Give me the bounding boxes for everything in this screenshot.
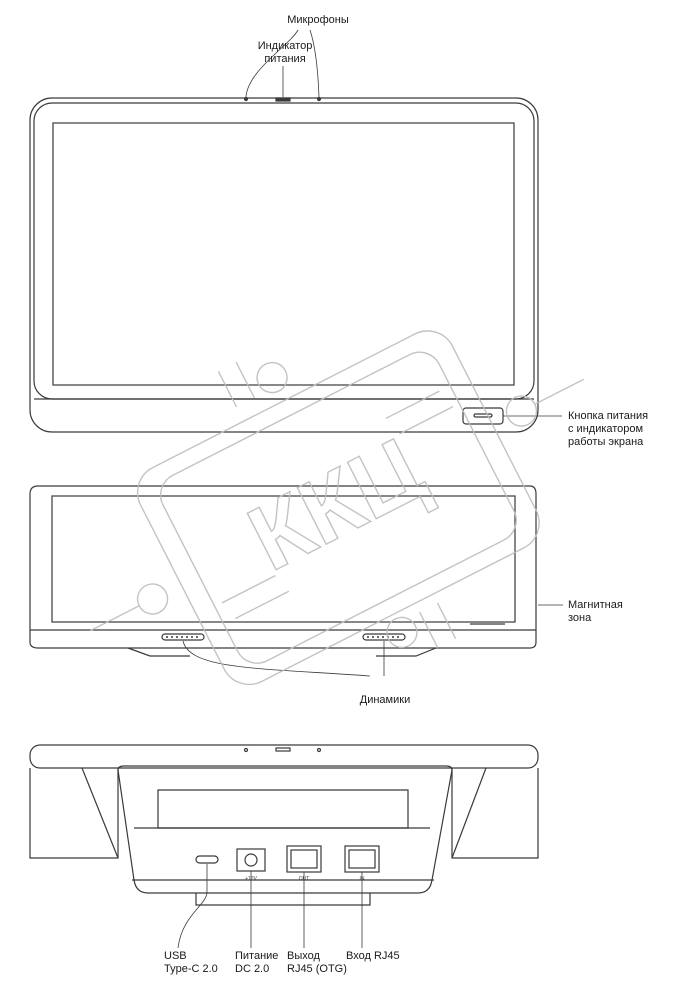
mic-left [243,96,249,102]
label-magnetic-zone: Магнитная зона [568,599,623,624]
watermark-text: ККЦ [233,418,439,590]
front-view [29,96,539,433]
label-rj45-out: Выход RJ45 (OTG) [287,950,347,975]
power-button-led [473,413,493,418]
back-led [275,747,291,752]
label-power-dc: Питание DC 2.0 [235,950,279,975]
speaker-left [161,633,205,641]
docked-base [29,630,537,649]
label-microphones: Микрофоны [287,14,349,26]
docked-callouts [182,604,563,677]
back-left-wing [29,768,119,859]
watermark: ККЦ [89,330,585,686]
back-view [29,744,539,906]
back-top-edge [29,744,539,769]
back-callouts [177,864,363,949]
dc-jack-port [236,848,266,872]
label-speakers: Динамики [359,694,411,706]
power-indicator-led [275,97,291,102]
back-stand [117,765,453,894]
front-bezel [33,102,535,400]
label-power-button: Кнопка питания с индикатором работы экра… [568,410,649,448]
label-rj45-in: Вход RJ45 [346,950,400,962]
usb-c-port [195,855,219,864]
mic-right [316,96,322,102]
speaker-holes [166,636,399,638]
back-right-wing [451,768,539,859]
docked-screen [51,495,516,623]
label-power-indicator: Индикатор питания [257,40,313,65]
docked-view [29,485,537,657]
speaker-right [362,633,406,641]
front-outer-frame [29,97,539,433]
front-screen [52,122,515,386]
front-callouts [245,29,562,417]
label-usb: USB Type-C 2.0 [164,950,218,975]
back-recess [157,789,409,829]
